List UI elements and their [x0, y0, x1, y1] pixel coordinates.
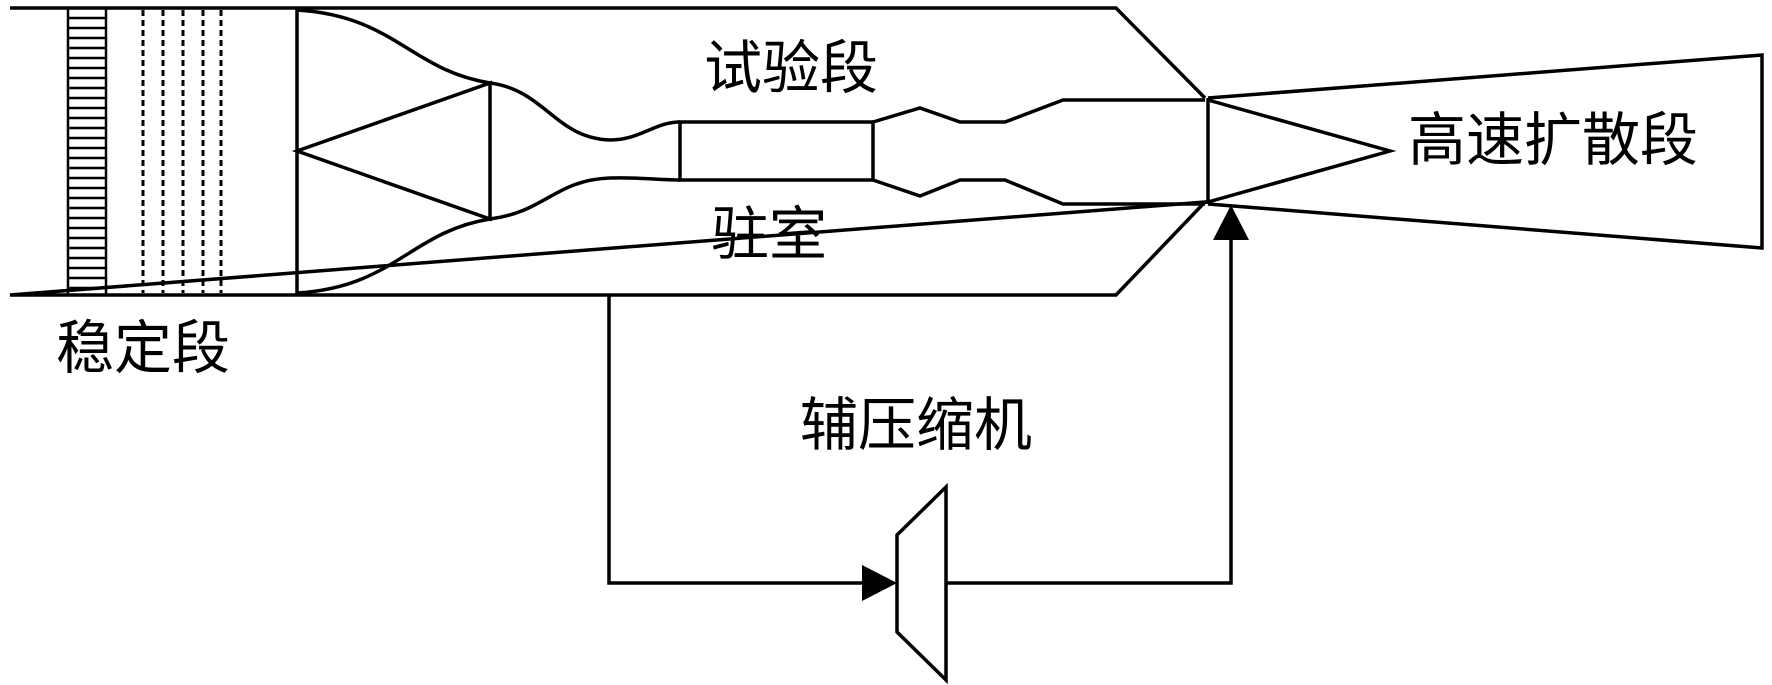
label-test-section: 试验段 — [704, 34, 878, 102]
label-settling-section: 稳定段 — [56, 314, 230, 382]
test-section-box — [678, 120, 875, 182]
contraction-lower-wall — [296, 176, 681, 295]
honeycomb-screen — [66, 6, 108, 297]
ejector-nozzle — [1207, 98, 1397, 204]
label-plenum-chamber: 驻室 — [711, 200, 827, 268]
downstream-duct-upper-wall — [872, 98, 1205, 124]
compressor-inlet-arrow — [862, 565, 897, 601]
compressor-symbol — [895, 482, 948, 685]
damping-screens — [141, 10, 223, 293]
downstream-duct-lower-wall — [872, 178, 1205, 206]
label-auxiliary-compressor: 辅压缩机 — [800, 391, 1032, 459]
label-high-speed-diffuser: 高速扩散段 — [1408, 106, 1698, 174]
contraction-upper-wall — [296, 8, 681, 142]
compressor-return-pipe — [946, 240, 1233, 585]
ejector-supply-arrow — [1213, 205, 1249, 240]
contraction-center-body — [291, 80, 492, 222]
tunnel-housing-outline — [9, 6, 1210, 297]
high-speed-diffuser-outline — [1207, 53, 1764, 250]
compressor-intake-pipe — [607, 295, 862, 585]
